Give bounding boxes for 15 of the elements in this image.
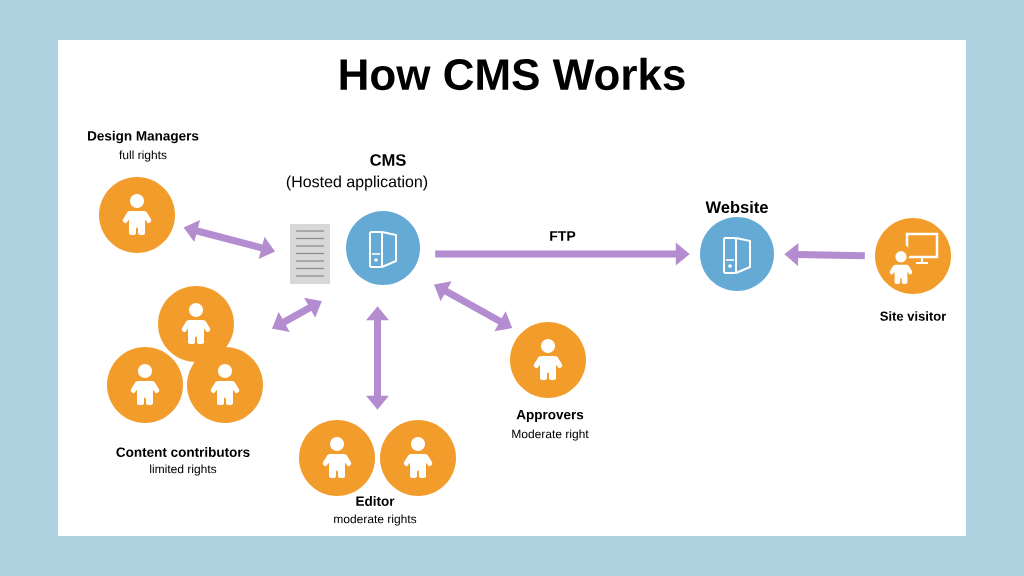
node-title: CMS [370,154,406,166]
node-subtitle: moderate rights [334,514,417,526]
node-subtitle: limited rights [150,464,217,476]
node-title: Site visitor [880,311,947,321]
node-title: Content contributors [116,447,250,457]
node-title: Editor [356,496,395,506]
node-title: Approvers [516,409,584,423]
arrow [272,297,322,332]
node-subtitle: full rights [119,150,167,162]
title: How CMS Works [340,57,685,91]
node-subtitle: Moderate right [512,429,589,441]
node-title: Website [705,200,768,214]
node-subtitle: (Hosted application) [286,175,428,191]
node-title: Design Managers [88,130,199,144]
edge-label: FTP [547,229,578,243]
